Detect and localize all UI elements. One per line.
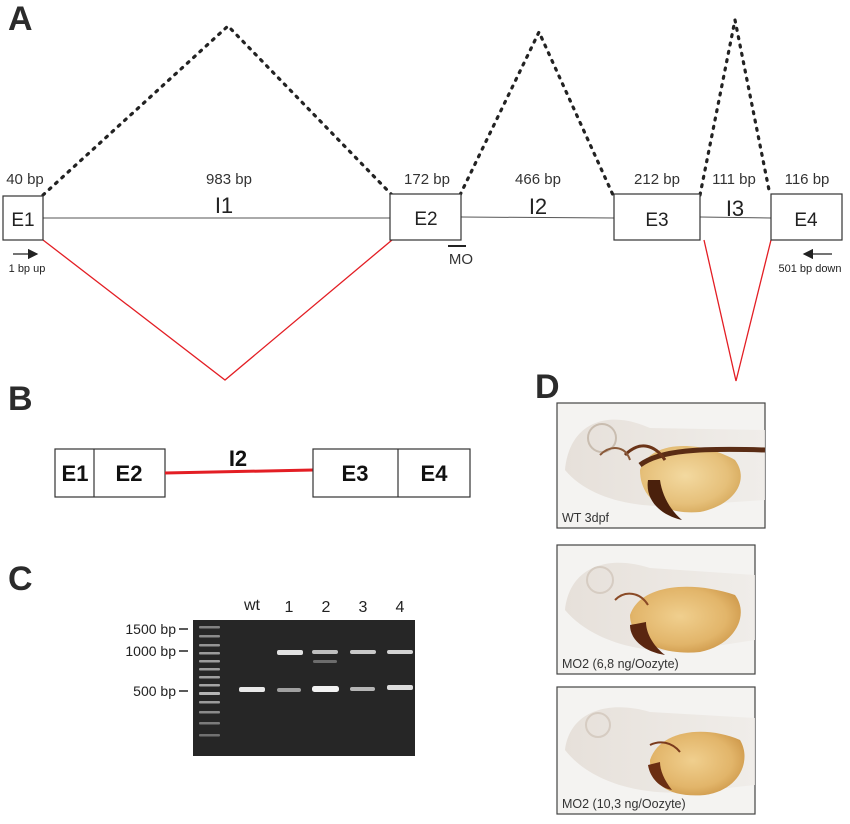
agarose-gel (193, 620, 415, 756)
panel-letter-a: A (8, 0, 33, 38)
lane-label-3: 3 (359, 599, 368, 616)
transcript-right-block: E3 E4 (312, 448, 471, 498)
intron-i3-label: I3 (726, 196, 744, 221)
forward-primer-label: 1 bp up (9, 263, 46, 275)
lane-label-2: 2 (322, 599, 331, 616)
gene-backbone (43, 216, 772, 219)
exon-e2: E2 (389, 193, 462, 241)
intron-i2-size: 466 bp (515, 171, 561, 188)
panel-letter-b: B (8, 380, 33, 418)
exon-e2-size: 172 bp (404, 171, 450, 188)
marker-label-1000: 1000 bp (125, 643, 176, 659)
gel-bands (239, 650, 413, 692)
retained-intron-line (164, 468, 314, 475)
exon-e1-label: E1 (11, 210, 34, 231)
intron-i3-size: 111 bp (712, 171, 756, 188)
transcript-e2-label: E2 (116, 461, 143, 486)
lane-label-1: 1 (285, 599, 294, 616)
exon-e4-size: 116 bp (785, 171, 830, 188)
embryo-caption-mo2-low: MO2 (6,8 ng/Oozyte) (562, 657, 679, 671)
intron-i1-label: I1 (215, 193, 233, 218)
retained-intron-label: I2 (229, 446, 247, 471)
intron-i2-label: I2 (529, 194, 547, 219)
marker-label-500: 500 bp (133, 683, 176, 699)
dna-ladder (199, 626, 220, 737)
embryo-caption-mo2-high: MO2 (10,3 ng/Oozyte) (562, 797, 686, 811)
exon-e3: E3 (613, 193, 701, 241)
panel-letter-c: C (8, 560, 33, 598)
embryo-image-mo2-low: MO2 (6,8 ng/Oozyte) (556, 544, 756, 675)
normal-splicing-arcs (41, 19, 772, 197)
exon-e3-size: 212 bp (634, 171, 680, 188)
exon-e1: E1 (2, 195, 44, 241)
marker-label-1500: 1500 bp (125, 621, 176, 637)
exon-e4-label: E4 (794, 210, 818, 231)
intron-i1-size: 983 bp (206, 171, 252, 188)
transcript-e3-label: E3 (342, 461, 369, 486)
morpholino-label: MO (449, 251, 473, 268)
mis-splicing-lines (42, 239, 772, 382)
panel-letter-d: D (535, 368, 560, 406)
embryo-caption-wt: WT 3dpf (562, 511, 610, 525)
transcript-e4-label: E4 (421, 461, 449, 486)
exon-e1-size: 40 bp (6, 171, 44, 188)
embryo-image-mo2-high: MO2 (10,3 ng/Oozyte) (556, 686, 756, 815)
transcript-e1-label: E1 (62, 461, 89, 486)
lane-label-4: 4 (396, 599, 405, 616)
lane-label-wt: wt (243, 597, 261, 614)
embryo-image-wt: WT 3dpf (556, 402, 766, 529)
exon-e4: E4 (770, 193, 843, 241)
reverse-primer-label: 501 bp down (779, 263, 842, 275)
exon-e2-label: E2 (414, 209, 437, 230)
exon-e3-label: E3 (645, 210, 668, 231)
transcript-left-block: E1 E2 (54, 448, 166, 498)
